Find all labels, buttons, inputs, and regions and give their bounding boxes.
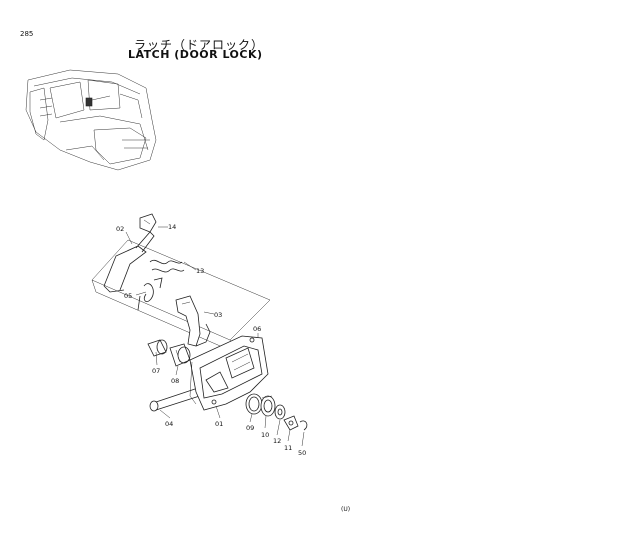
callout-07: 07 xyxy=(152,367,160,375)
callout-02: 02 xyxy=(116,225,124,233)
page-number: 285 xyxy=(20,30,34,38)
callout-01: 01 xyxy=(215,420,223,428)
title-english: LATCH (DOOR LOCK) xyxy=(128,48,263,61)
callout-14: 14 xyxy=(168,223,176,231)
title-japanese: ラッチ（ドアロック） xyxy=(134,38,265,52)
callout-05: 05 xyxy=(124,292,132,300)
callout-09: 09 xyxy=(246,424,254,432)
footer-mark: (U) xyxy=(341,506,351,513)
callout-04: 04 xyxy=(165,420,173,428)
callout-08: 08 xyxy=(171,377,179,385)
lock-cylinder xyxy=(147,339,191,367)
machine-location-thumbnail xyxy=(25,69,157,171)
callout-50: 50 xyxy=(298,449,306,457)
part-01-latch-plate xyxy=(189,335,269,411)
callout-10: 10 xyxy=(261,431,269,439)
callout-labels: 02 14 13 05 03 06 07 08 04 01 09 10 12 1… xyxy=(116,223,306,457)
callout-13: 13 xyxy=(196,267,204,275)
callout-06: 06 xyxy=(253,325,261,333)
leader-lines xyxy=(125,226,305,447)
upper-latch-assembly xyxy=(91,213,271,353)
washer-stack xyxy=(245,393,308,431)
callout-12: 12 xyxy=(273,437,281,445)
callout-11: 11 xyxy=(284,444,292,452)
callout-03: 03 xyxy=(214,311,222,319)
